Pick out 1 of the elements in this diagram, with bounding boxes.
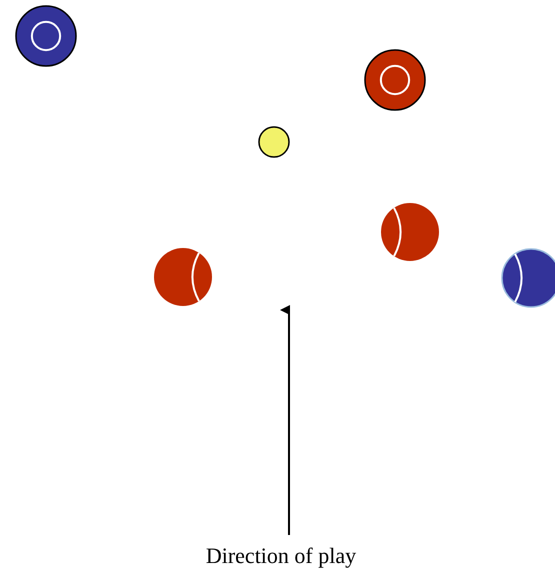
caption-text: Direction of play — [204, 543, 358, 569]
